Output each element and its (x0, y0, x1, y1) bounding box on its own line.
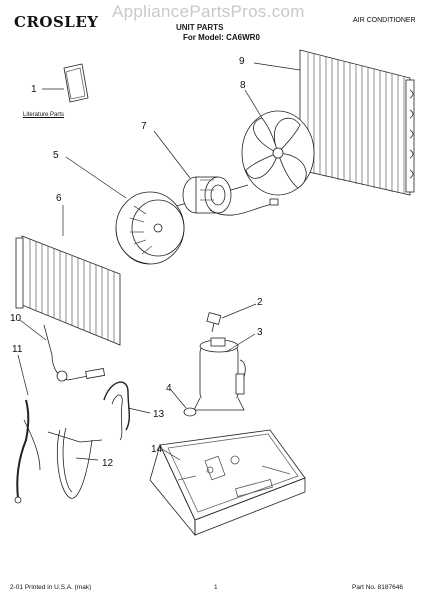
callout-13: 13 (153, 409, 165, 420)
callout-11: 11 (12, 344, 23, 355)
callout-6: 6 (56, 193, 62, 204)
callout-14: 14 (151, 444, 163, 455)
base-pan (149, 429, 306, 537)
literature-booklet (63, 63, 89, 103)
tube-assembly-12 (47, 427, 103, 499)
condenser-coil (299, 49, 415, 196)
callout-1: 1 (31, 84, 37, 95)
footer-part-number: Part No. 8187646 (352, 584, 403, 591)
literature-parts-label: Literature Parts (23, 112, 65, 118)
callout-10: 10 (10, 313, 22, 324)
condenser-fan-blade (241, 110, 315, 196)
callout-3: 3 (257, 327, 263, 338)
callout-5: 5 (53, 150, 59, 161)
leader-lines (17, 62, 301, 461)
callout-9: 9 (239, 56, 245, 67)
compressor (193, 337, 246, 411)
model-subtitle: For Model: CA6WR0 (183, 33, 260, 42)
evaporator-coil (15, 235, 121, 346)
callout-4: 4 (166, 383, 172, 394)
mounting-grommet (183, 407, 197, 417)
blower-wheel (115, 191, 185, 265)
capillary-tube (14, 399, 41, 504)
fan-motor (169, 176, 279, 216)
overload-protector (206, 312, 222, 333)
page-title: UNIT PARTS (176, 23, 224, 32)
callout-12: 12 (102, 458, 114, 469)
watermark: AppliancePartsPros.com (112, 2, 305, 21)
callout-8: 8 (240, 80, 246, 91)
footer-print-info: 2-01 Printed in U.S.A. (mak) (10, 584, 92, 591)
callout-2: 2 (257, 297, 263, 308)
thermostat-sensor (43, 324, 106, 382)
category-label: AIR CONDITIONER (353, 17, 416, 24)
footer-page-number: 1 (214, 584, 218, 591)
callout-7: 7 (141, 121, 147, 132)
tube-assembly-13 (103, 381, 130, 441)
brand-logo: CROSLEY (14, 13, 99, 31)
